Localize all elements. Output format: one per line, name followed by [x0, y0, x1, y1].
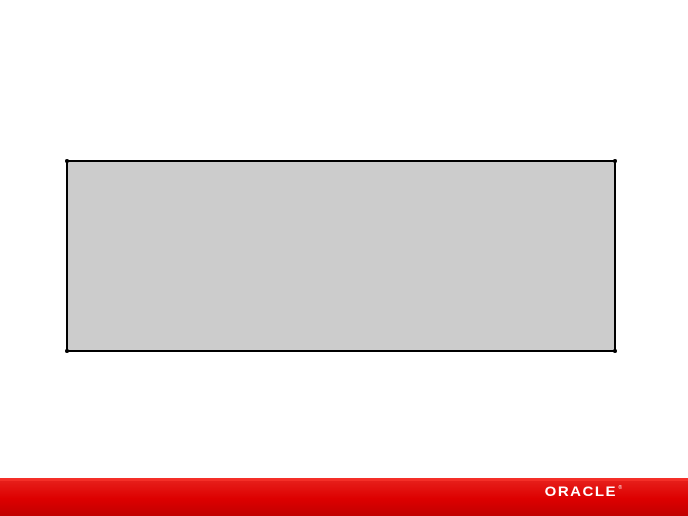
registered-trademark-mark: ®: [618, 485, 622, 491]
oracle-logo: ORACLE: [544, 484, 617, 500]
footer-band: ORACLE ®: [0, 478, 688, 516]
corner-handle-top-right: [613, 159, 617, 163]
corner-handle-bottom-left: [65, 349, 69, 353]
corner-handle-bottom-right: [613, 349, 617, 353]
corner-handle-top-left: [65, 159, 69, 163]
content-placeholder-box: [65, 159, 617, 353]
